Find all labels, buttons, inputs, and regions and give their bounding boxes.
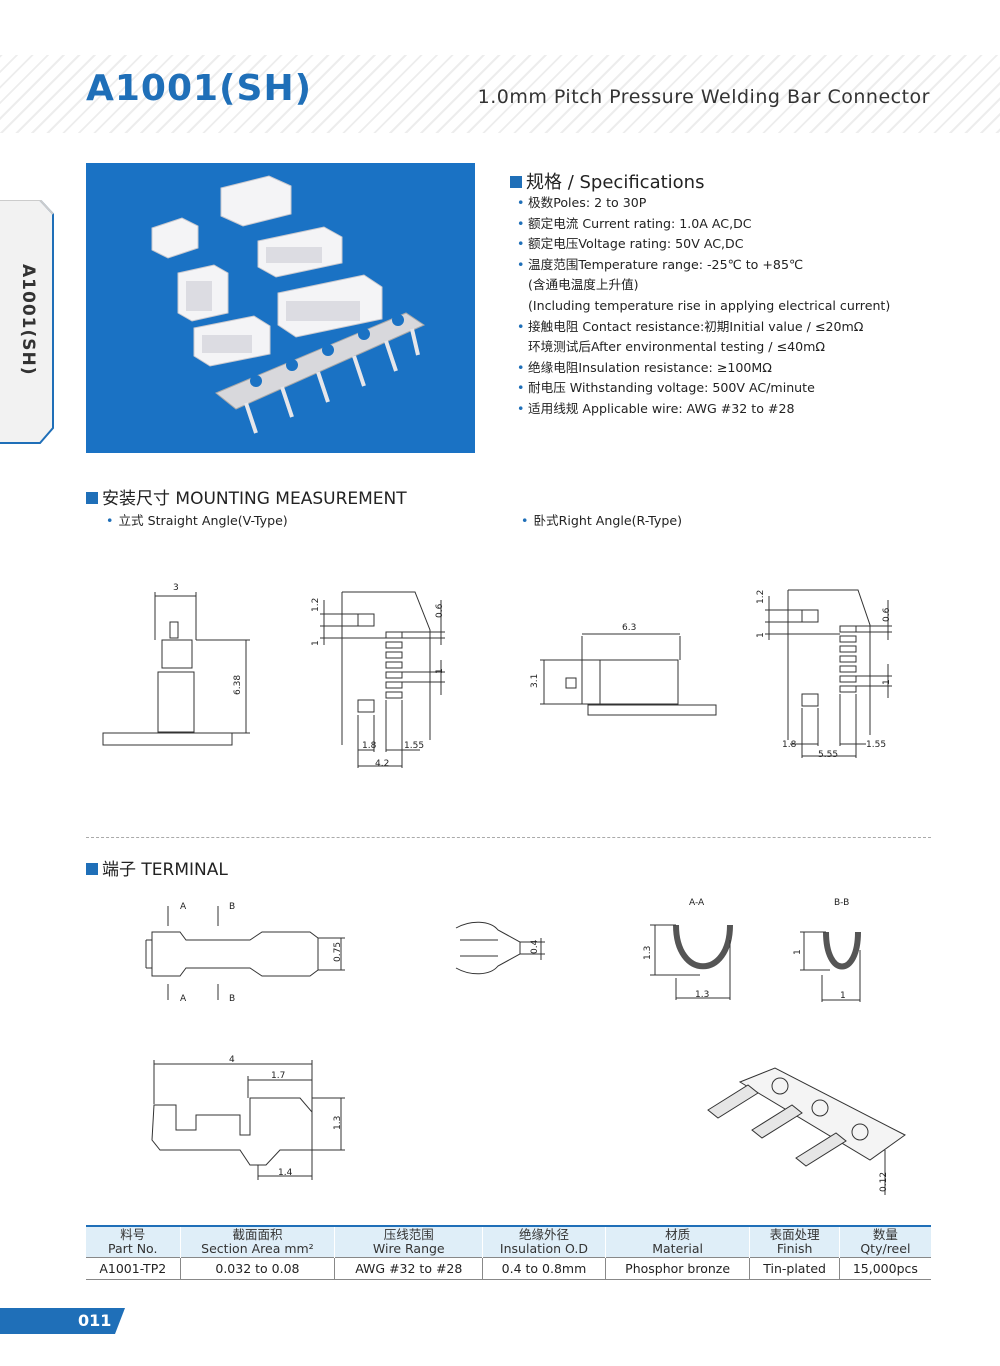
- svg-text:0.6: 0.6: [435, 603, 445, 618]
- section-a-a: [650, 924, 733, 1000]
- svg-text:1: 1: [435, 668, 445, 674]
- section-b-b: [800, 931, 861, 1002]
- svg-text:1: 1: [882, 679, 892, 685]
- spec-item: •接触电阻 Contact resistance:初期Initial value…: [517, 318, 864, 334]
- table-cell: 0.032 to 0.08: [180, 1257, 336, 1280]
- specs-list: •极数Poles: 2 to 30P •额定电流 Current rating:…: [515, 193, 890, 420]
- page-number-bar: [0, 1308, 125, 1334]
- spec-item: (Including temperature rise in applying …: [528, 297, 891, 313]
- square-bullet-icon: [86, 492, 98, 504]
- spec-item: •额定电流 Current rating: 1.0A AC,DC: [517, 215, 752, 231]
- spec-item: •极数Poles: 2 to 30P: [517, 195, 647, 210]
- table-cell: 0.4 to 0.8mm: [482, 1257, 606, 1280]
- r-type-pcb-layout: [765, 589, 892, 758]
- table-cell: Tin-plated: [749, 1257, 840, 1280]
- svg-text:B: B: [229, 994, 235, 1004]
- svg-text:6.3: 6.3: [622, 623, 636, 633]
- svg-text:4: 4: [229, 1055, 235, 1065]
- spec-item: (含通电温度上升值): [528, 277, 639, 293]
- svg-text:1.2: 1.2: [756, 590, 766, 604]
- svg-text:1.4: 1.4: [278, 1168, 293, 1178]
- table-cell: Phosphor bronze: [605, 1257, 751, 1280]
- svg-text:1.8: 1.8: [362, 741, 377, 751]
- side-tab: [0, 200, 54, 444]
- specs-heading: 规格 / Specifications: [510, 168, 704, 194]
- square-bullet-icon: [86, 863, 98, 875]
- v-type-side-view: [102, 592, 250, 746]
- terminal-top-view: [145, 906, 345, 1000]
- spec-item: •耐电压 Withstanding voltage: 500V AC/minut…: [517, 380, 815, 396]
- svg-text:0.75: 0.75: [333, 942, 343, 962]
- svg-text:0.4: 0.4: [530, 939, 540, 954]
- spec-item: •绝缘电阻Insulation resistance: ≥100MΩ: [517, 359, 772, 375]
- r-type-side-view: [540, 633, 717, 716]
- terminal-side-view: [151, 1060, 345, 1180]
- svg-text:A-A: A-A: [689, 898, 705, 908]
- svg-text:5.55: 5.55: [818, 750, 838, 760]
- table-cell: 15,000pcs: [839, 1257, 931, 1280]
- spec-item: 环境测试后After environmental testing / ≤40mΩ: [528, 339, 826, 355]
- table-cell: A1001-TP2: [86, 1257, 181, 1280]
- svg-text:1.55: 1.55: [404, 741, 424, 751]
- svg-text:1: 1: [793, 949, 803, 955]
- svg-text:6.38: 6.38: [233, 675, 243, 695]
- terminal-heading: 端子 TERMINAL: [86, 855, 228, 880]
- terminal-end-view: [455, 921, 545, 975]
- spec-item: •适用线规 Applicable wire: AWG #32 to #28: [517, 400, 795, 416]
- header-band: [0, 55, 1000, 133]
- svg-text:1.3: 1.3: [333, 1116, 343, 1130]
- svg-text:1: 1: [311, 640, 321, 646]
- table-row: A1001-TP2 0.032 to 0.08 AWG #32 to #28 0…: [86, 1257, 931, 1280]
- svg-text:0.12: 0.12: [879, 1172, 889, 1192]
- spec-item: •温度范围Temperature range: -25℃ to +85℃: [517, 256, 804, 272]
- svg-text:1.3: 1.3: [643, 946, 653, 960]
- right-angle-label: •卧式Right Angle(R-Type): [521, 513, 683, 528]
- square-bullet-icon: [510, 176, 522, 188]
- page-title: A1001(SH): [86, 68, 313, 109]
- page-number: 011: [78, 1311, 112, 1330]
- side-tab-label: A1001(SH): [18, 264, 38, 376]
- svg-text:3.1: 3.1: [530, 674, 540, 688]
- svg-text:1: 1: [756, 632, 766, 638]
- svg-text:B-B: B-B: [834, 898, 849, 908]
- svg-text:4.2: 4.2: [375, 759, 389, 769]
- page-subtitle: 1.0mm Pitch Pressure Welding Bar Connect…: [477, 86, 930, 108]
- svg-text:0.6: 0.6: [882, 607, 892, 622]
- svg-text:A: A: [180, 902, 187, 912]
- v-type-pcb-layout: [320, 591, 445, 768]
- svg-text:A: A: [180, 994, 187, 1004]
- product-photo: [86, 163, 475, 453]
- table-cell: AWG #32 to #28: [334, 1257, 484, 1280]
- mounting-heading: 安装尺寸 MOUNTING MEASUREMENT: [86, 484, 407, 509]
- section-divider: [86, 837, 931, 838]
- svg-text:1.7: 1.7: [271, 1071, 285, 1081]
- svg-text:1: 1: [840, 991, 846, 1001]
- svg-text:1.3: 1.3: [695, 990, 709, 1000]
- svg-text:1.8: 1.8: [782, 740, 797, 750]
- svg-text:3: 3: [173, 583, 179, 593]
- svg-text:1.55: 1.55: [866, 740, 886, 750]
- svg-text:B: B: [229, 902, 235, 912]
- terminal-reel-view: [707, 1067, 906, 1195]
- straight-angle-label: •立式 Straight Angle(V-Type): [106, 513, 288, 528]
- svg-text:1.2: 1.2: [311, 598, 321, 612]
- spec-item: •额定电压Voltage rating: 50V AC,DC: [517, 236, 744, 252]
